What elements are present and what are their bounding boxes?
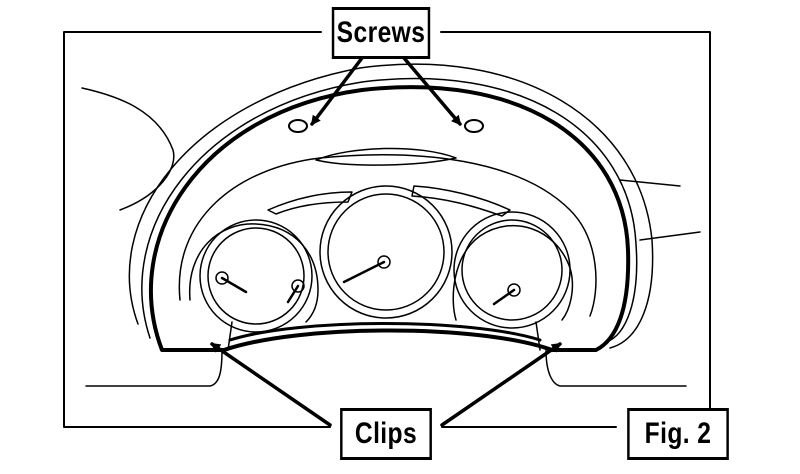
cluster-trim-edge [149,85,631,352]
callout-arrows [210,56,562,427]
cluster-housing [128,63,654,352]
dashboard-lines [81,87,701,387]
clips-callout-label: Clips [340,408,432,460]
right-gauge [452,211,574,329]
clips-arrow-right [440,342,562,427]
right-gauge-pivot [507,283,521,297]
screw-hole-right [464,119,484,133]
figure-number-label: Fig. 2 [627,408,729,460]
figure-frame [63,31,711,428]
left-gauge-pivot-1 [215,271,229,285]
center-gauge [319,185,453,319]
screw-holes [288,119,484,133]
right-gauge-needle [492,288,516,306]
clips-arrow-left [210,342,332,427]
screws-arrow-left [310,56,364,126]
left-gauge-pivot-2 [291,279,305,293]
left-gauge-needle-2 [286,284,300,304]
left-gauge [189,219,319,333]
screw-hole-left [288,119,308,133]
screws-arrow-right [402,56,462,126]
left-gauge-needle-1 [220,276,248,294]
visor-top [315,147,457,166]
screws-callout-label: Screws [331,7,431,59]
center-gauge-pivot [377,255,391,269]
clip-mounts [227,321,541,351]
center-gauge-needle [342,260,386,284]
